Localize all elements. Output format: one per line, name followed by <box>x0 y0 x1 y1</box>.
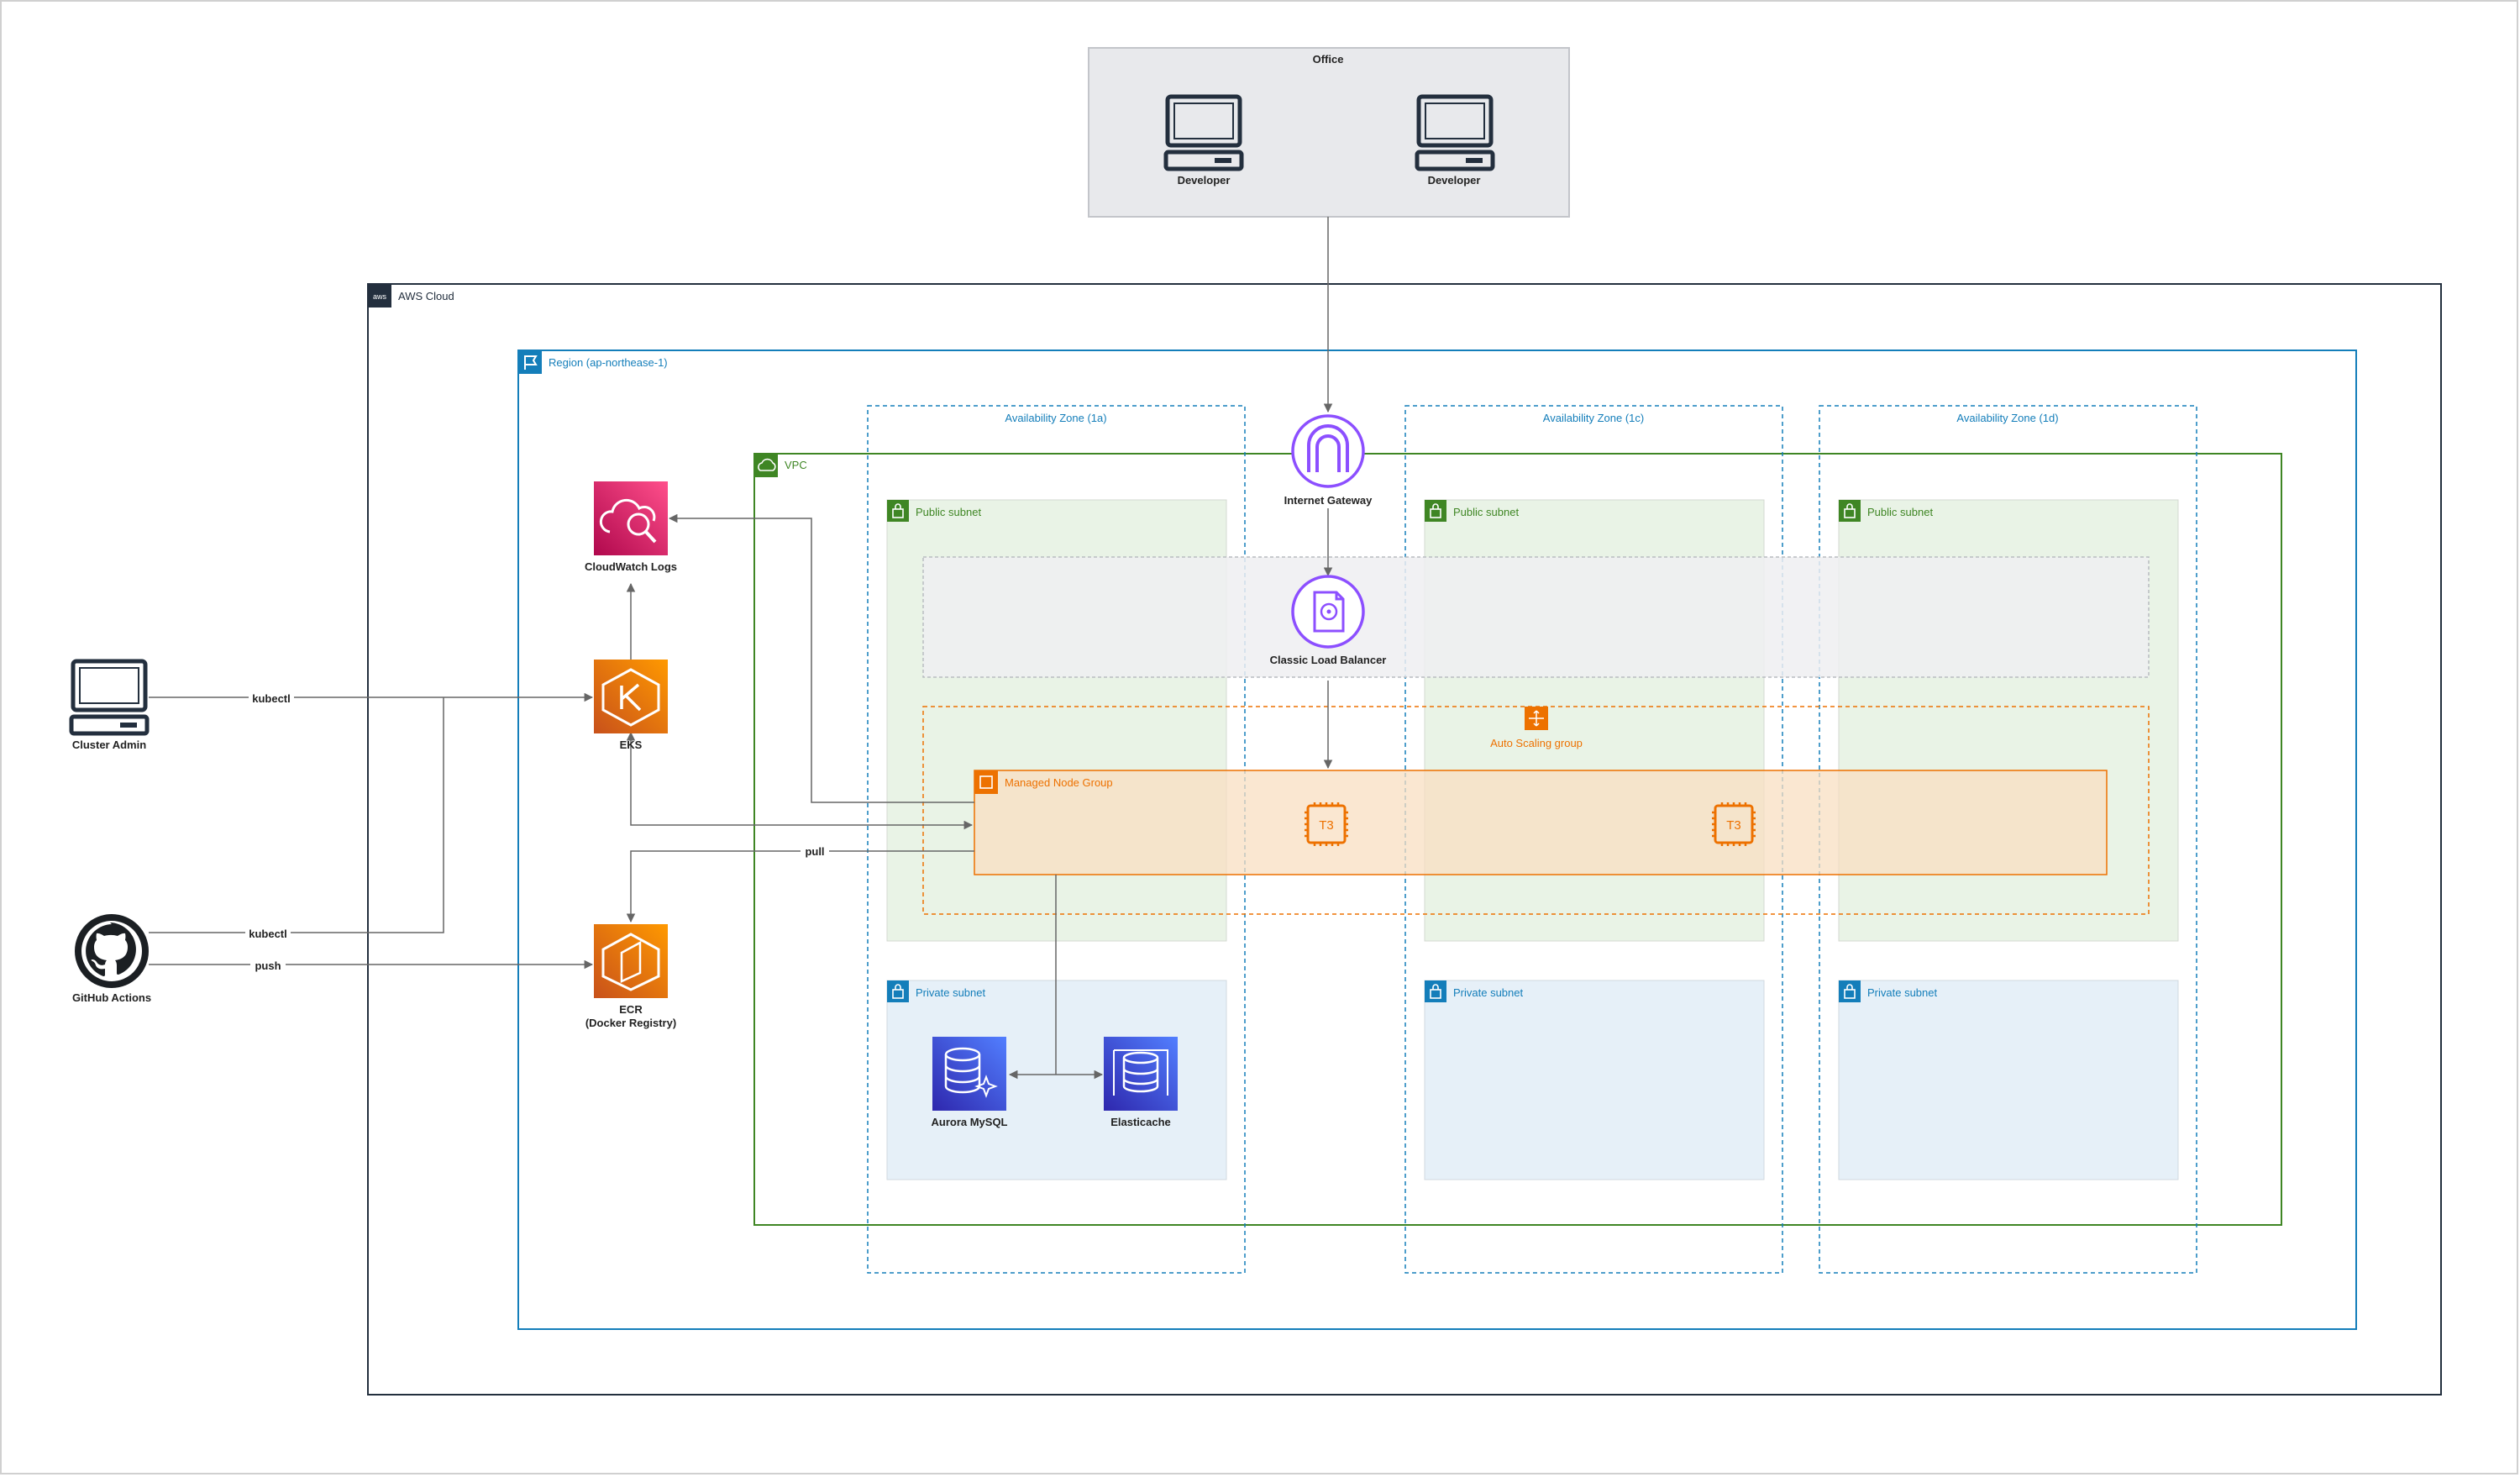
availability-zone-1d: Availability Zone (1d) <box>1819 405 2197 1274</box>
public-subnet-label: Public subnet <box>1867 506 1933 518</box>
region-group: Region (ap-northease-1) <box>517 350 2357 1330</box>
region-flag-icon <box>518 350 542 374</box>
nodegroup-pull-ecr-edge <box>626 850 974 923</box>
cluster-admin-computer-icon <box>69 659 150 736</box>
developer-2-label: Developer <box>1428 174 1481 187</box>
github-kubectl-edge <box>149 697 444 933</box>
private-subnet-1d: Private subnet <box>1838 980 2179 1180</box>
aws-badge: aws <box>373 292 387 301</box>
classic-load-balancer-icon <box>1291 575 1365 649</box>
github-kubectl-label: kubectl <box>249 928 287 940</box>
office-title: Office <box>1313 53 1344 66</box>
kubectl-label-bg <box>245 926 291 941</box>
public-subnet-lock-icon <box>1425 500 1446 522</box>
push-label-bg <box>250 958 286 973</box>
pull-label-bg <box>801 844 829 859</box>
cloudwatch-logs-icon <box>594 481 668 555</box>
developer-2-computer-icon <box>1415 94 1495 171</box>
private-subnet-1c: Private subnet <box>1424 980 1765 1180</box>
elasticache-icon <box>1104 1037 1178 1111</box>
ecr-sublabel: (Docker Registry) <box>585 1017 676 1029</box>
developer-1-label: Developer <box>1178 174 1231 187</box>
aurora-mysql-icon <box>932 1037 1006 1111</box>
pull-label: pull <box>805 845 824 858</box>
private-subnet-lock-icon <box>1839 980 1861 1002</box>
az-1d-label: Availability Zone (1d) <box>1956 412 2058 424</box>
auto-scaling-label: Auto Scaling group <box>1490 737 1583 749</box>
elasticache-label: Elasticache <box>1110 1116 1171 1128</box>
vpc-label: VPC <box>785 459 807 471</box>
github-icon <box>75 914 149 988</box>
admin-kubectl-label: kubectl <box>252 692 291 705</box>
node-group-label: Managed Node Group <box>1005 776 1113 789</box>
classic-load-balancer-label: Classic Load Balancer <box>1270 654 1387 666</box>
kubectl-label-bg <box>249 691 294 706</box>
aws-cloud-group: aws AWS Cloud <box>367 283 2442 1396</box>
region-label: Region (ap-northease-1) <box>549 356 668 369</box>
aurora-mysql-label: Aurora MySQL <box>931 1116 1007 1128</box>
eks-label: EKS <box>620 738 643 751</box>
az-1a-label: Availability Zone (1a) <box>1005 412 1106 424</box>
cloudwatch-logs-label: CloudWatch Logs <box>585 560 677 573</box>
load-balancer-band <box>922 556 2150 678</box>
github-actions-label: GitHub Actions <box>72 991 151 1004</box>
eks-nodegroup-edge <box>626 731 974 830</box>
private-subnet-lock-icon <box>1425 980 1446 1002</box>
public-subnet-label: Public subnet <box>916 506 981 518</box>
node-group-icon <box>974 770 998 794</box>
t3-instance-label: T3 <box>1319 818 1334 833</box>
aws-cloud-label: AWS Cloud <box>398 290 454 302</box>
t3-instance-label: T3 <box>1726 818 1741 833</box>
public-subnet-lock-icon <box>1839 500 1861 522</box>
connectors <box>149 217 1333 1080</box>
private-subnet-label: Private subnet <box>916 986 985 999</box>
managed-node-group: Managed Node Group <box>974 770 2108 875</box>
ecr-label: ECR <box>619 1003 643 1016</box>
cluster-admin-label: Cluster Admin <box>72 738 146 751</box>
ecr-icon <box>594 924 668 998</box>
az-1c-label: Availability Zone (1c) <box>1543 412 1644 424</box>
office-group: Office Developer Developer <box>1088 47 1570 218</box>
private-subnet-label: Private subnet <box>1453 986 1523 999</box>
internet-gateway-label: Internet Gateway <box>1284 494 1373 507</box>
internet-gateway-icon <box>1291 414 1365 488</box>
developer-1-computer-icon <box>1163 94 1244 171</box>
private-subnet-lock-icon <box>887 980 909 1002</box>
public-subnet-label: Public subnet <box>1453 506 1519 518</box>
private-subnet-label: Private subnet <box>1867 986 1937 999</box>
t3-instance-icon <box>1712 802 1756 846</box>
vpc-group: VPC <box>753 453 2282 1226</box>
eks-icon <box>594 660 668 733</box>
public-subnet-lock-icon <box>887 500 909 522</box>
push-label: push <box>255 959 281 972</box>
aws-cloud-icon <box>368 284 391 307</box>
t3-instance-icon <box>1305 802 1348 846</box>
